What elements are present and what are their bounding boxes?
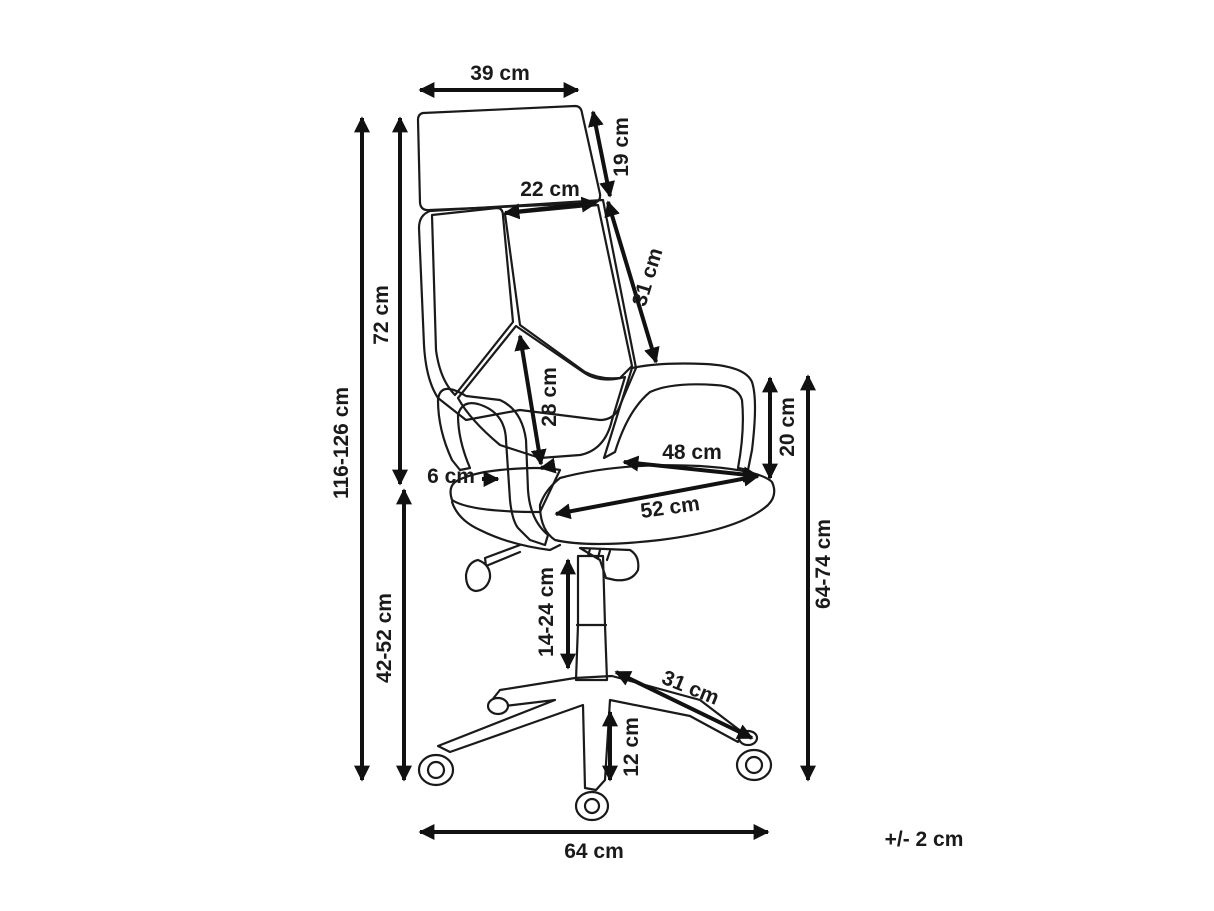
dimension-labels: 39 cm 19 cm 22 cm 31 cm 72 cm 116-126 cm…	[330, 62, 963, 863]
caster-left	[417, 753, 455, 787]
armrest-left	[436, 387, 550, 547]
label-seat-depth: 48 cm	[662, 441, 722, 464]
label-base-width: 64 cm	[564, 840, 624, 863]
dim-line-back-side	[604, 200, 660, 364]
label-headrest-height: 19 cm	[610, 117, 633, 177]
chair-drawing	[416, 104, 776, 822]
label-back-width: 22 cm	[520, 178, 580, 201]
label-lumbar-height: 28 cm	[538, 367, 561, 427]
caster-back-left	[486, 696, 510, 716]
tilt-lever	[483, 543, 522, 568]
label-total-height: 116-126 cm	[330, 387, 353, 499]
caster-right	[735, 748, 773, 782]
dimension-lines	[354, 82, 816, 840]
dim-line-base-leg	[614, 670, 754, 740]
backrest-lower-panel	[456, 324, 627, 460]
caster-front	[574, 790, 610, 822]
armrest-right	[602, 362, 757, 472]
gas-lift	[574, 554, 609, 682]
label-back-side: 31 cm	[628, 245, 667, 309]
label-headrest-width: 39 cm	[470, 62, 530, 85]
dim-line-back-width	[503, 196, 598, 220]
backrest-panel-right	[503, 203, 634, 380]
seat-underside	[450, 500, 562, 552]
label-tolerance: +/- 2 cm	[885, 828, 964, 851]
label-backrest-height: 72 cm	[370, 285, 393, 345]
label-gas-lift: 14-24 cm	[535, 567, 558, 657]
dim-line-seat-width	[554, 470, 760, 520]
backrest-panel-left	[430, 206, 515, 397]
label-base-leg: 31 cm	[659, 666, 723, 710]
label-seat-gap: 6 cm	[427, 465, 475, 488]
dim-line-lumbar-height	[514, 334, 547, 466]
label-armrest-floor-height: 64-74 cm	[812, 519, 835, 609]
label-seat-height: 42-52 cm	[373, 593, 396, 683]
tilt-lever-knob	[464, 558, 492, 593]
label-armrest-height: 20 cm	[776, 397, 799, 457]
label-base-height: 12 cm	[620, 717, 643, 777]
dim-line-headrest-height	[588, 110, 615, 198]
dim-line-seat-gap-right	[539, 457, 557, 474]
seat-mechanism	[578, 546, 640, 582]
